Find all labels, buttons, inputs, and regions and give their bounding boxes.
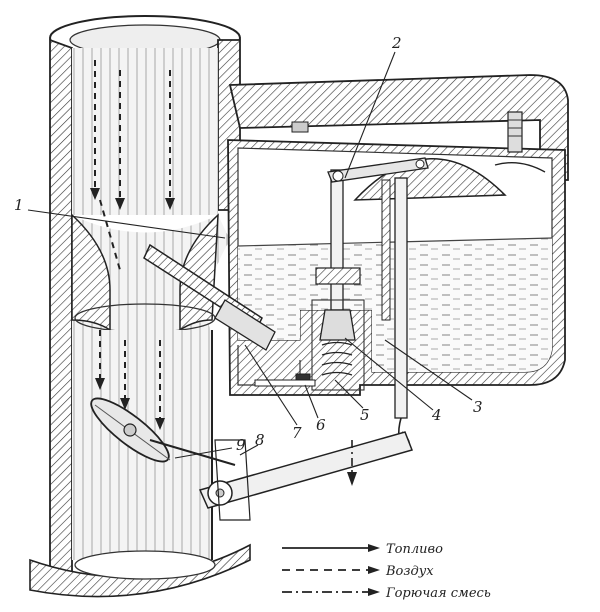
legend-air-label: Воздух <box>385 564 434 579</box>
callout-4: 4 <box>431 406 442 424</box>
pump-rod <box>381 177 411 451</box>
air-flow-arrows <box>94 60 171 420</box>
callout-3: 3 <box>473 398 483 416</box>
intake-pipe <box>29 15 251 598</box>
legend-fuel: Топливо <box>282 542 443 557</box>
legend: Топливо Воздух Горючая смесь <box>282 542 491 601</box>
callout-1: 1 <box>14 196 24 214</box>
legend-air: Воздух <box>282 564 434 579</box>
callout-5: 5 <box>360 406 370 424</box>
callout-6: 6 <box>316 416 326 434</box>
legend-fuel-label: Топливо <box>386 542 443 557</box>
callout-leaders <box>27 51 473 459</box>
callout-2: 2 <box>391 34 402 52</box>
fuel-jet <box>143 243 316 387</box>
piston-assembly <box>311 267 365 391</box>
legend-mixture-label: Горючая смесь <box>385 586 491 601</box>
callout-8: 8 <box>255 431 265 449</box>
legend-mixture: Горючая смесь <box>282 586 491 601</box>
callout-7: 7 <box>292 424 302 442</box>
air-flow-arrowheads <box>90 188 357 486</box>
callout-9: 9 <box>236 436 246 454</box>
throttle-linkage <box>149 431 413 521</box>
throttle-valve <box>90 397 171 463</box>
